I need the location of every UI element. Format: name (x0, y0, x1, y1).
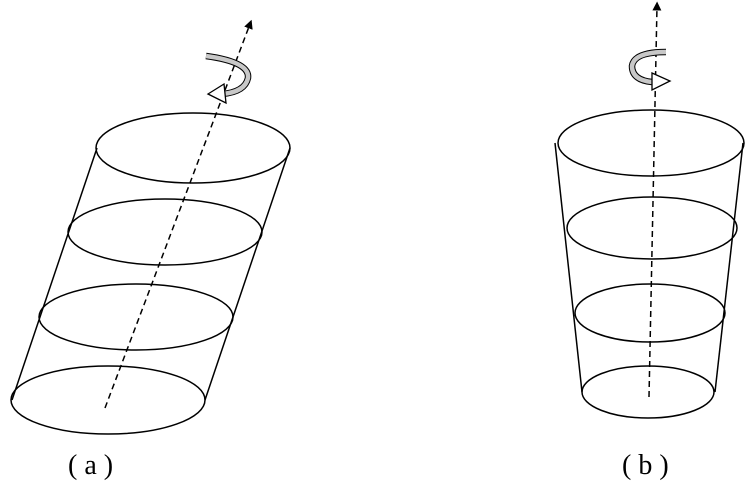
panel-a-layer-3 (38, 283, 234, 351)
panel-b-rotation-axis (648, 1, 662, 398)
panel-a-right-edge (204, 147, 291, 401)
panel-a-layer-1 (95, 112, 291, 184)
panel-a-layer-4 (10, 365, 206, 435)
panel-b-layer-4 (581, 365, 715, 419)
panel-b-right-edge (714, 142, 744, 393)
panel-a-rotation-axis (104, 19, 253, 409)
panel-a-left-edge (11, 147, 98, 401)
panel-b-layer-1 (557, 109, 745, 177)
panel-b (554, 1, 745, 419)
panel-a-rotation-arrow-icon (205, 52, 252, 105)
panel-a (10, 19, 291, 435)
panel-a-caption: ( a ) (68, 450, 114, 481)
panel-b-layer-2 (566, 196, 738, 260)
panel-a-layer-2 (67, 198, 263, 266)
panel-b-rotation-arrow-icon (628, 48, 672, 92)
panel-b-left-edge (554, 142, 583, 393)
panel-b-caption: ( b ) (622, 450, 669, 481)
